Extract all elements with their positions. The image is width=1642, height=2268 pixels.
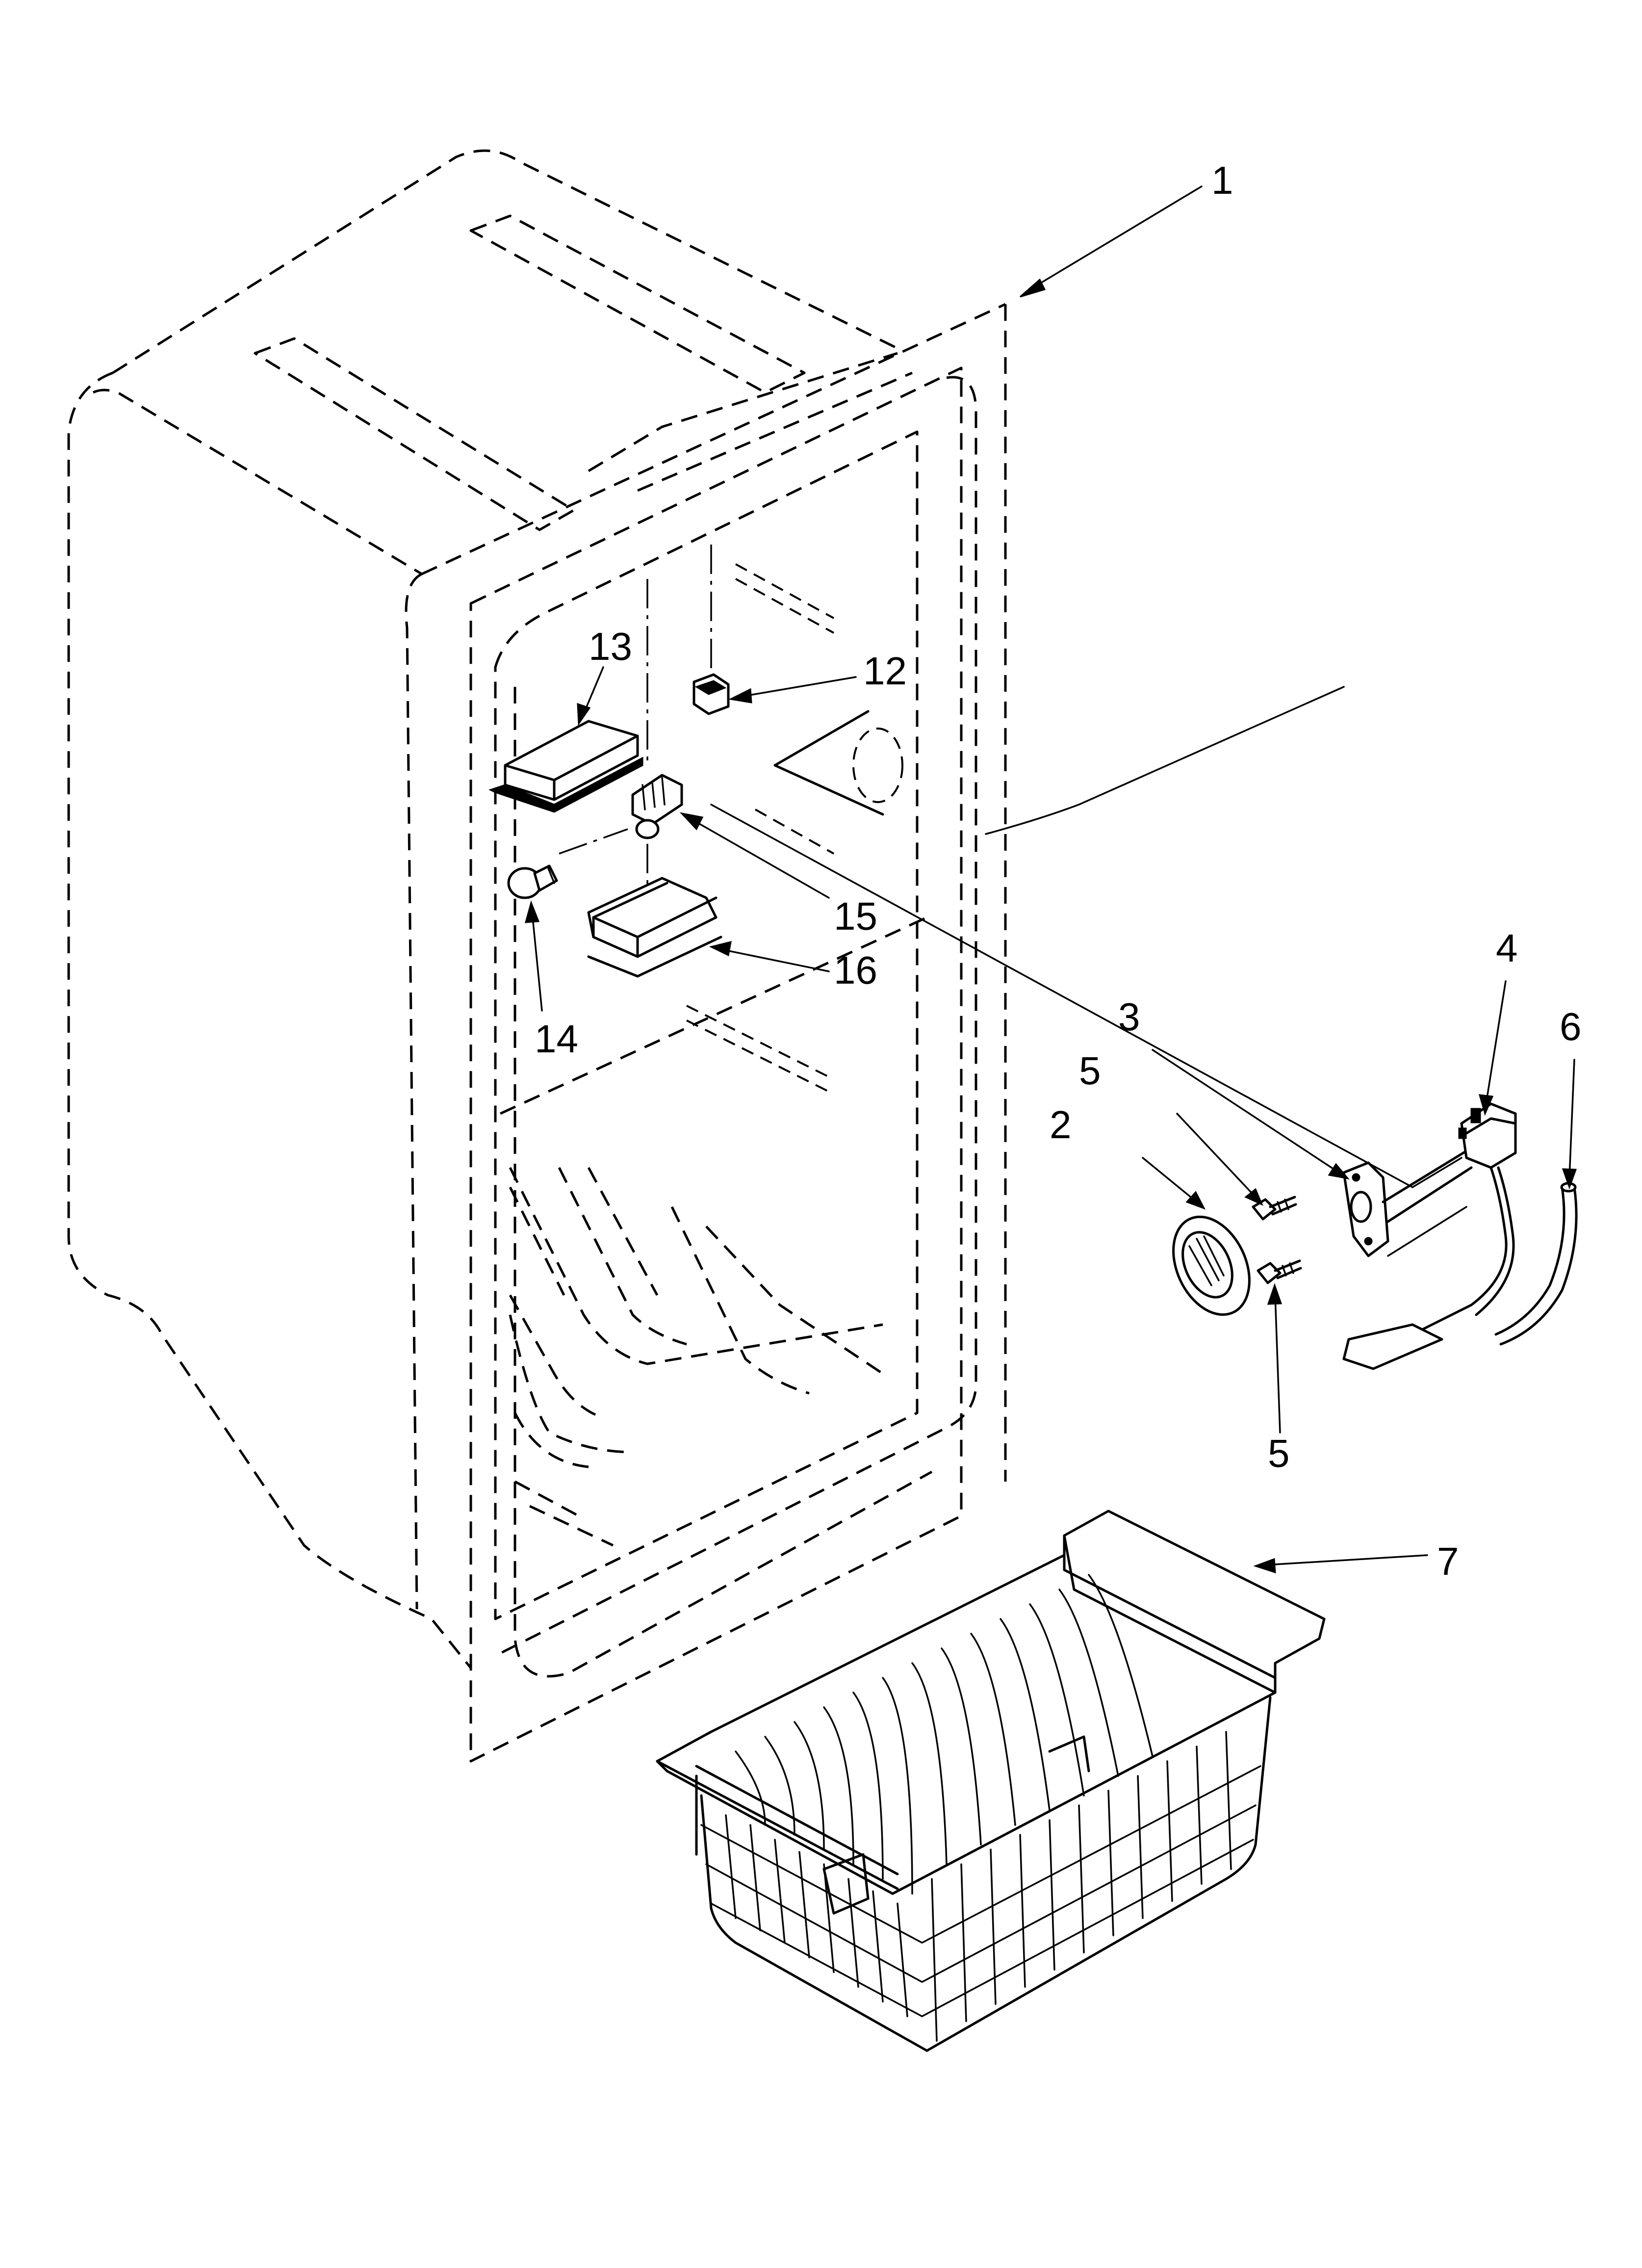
light-shield xyxy=(587,877,722,978)
callout-5-lower: 5 xyxy=(1268,1432,1290,1475)
drain-tube xyxy=(1494,1182,1578,1346)
light-socket xyxy=(631,579,683,898)
callout-3: 3 xyxy=(1118,995,1140,1039)
cabinet-outline xyxy=(67,149,1007,1763)
light-bulb xyxy=(507,828,628,899)
light-housing xyxy=(488,720,643,813)
callout-16: 16 xyxy=(834,948,877,992)
callout-4: 4 xyxy=(1496,926,1518,970)
light-switch xyxy=(693,545,730,715)
callout-15: 15 xyxy=(834,894,877,938)
thermostat-assembly xyxy=(710,804,1517,1370)
callout-labels: 1 2 3 4 5 5 6 7 12 13 14 15 16 xyxy=(535,158,1582,1583)
callout-13: 13 xyxy=(589,625,632,668)
callout-2: 2 xyxy=(1050,1103,1072,1147)
callout-1: 1 xyxy=(1211,158,1233,202)
callout-12: 12 xyxy=(863,649,907,693)
callout-14: 14 xyxy=(535,1017,578,1061)
callout-5-upper: 5 xyxy=(1079,1049,1101,1093)
leader-arrows xyxy=(524,185,1577,1574)
freezer-basket xyxy=(656,1510,1326,2052)
callout-7: 7 xyxy=(1437,1539,1459,1583)
callout-6: 6 xyxy=(1560,1005,1582,1048)
